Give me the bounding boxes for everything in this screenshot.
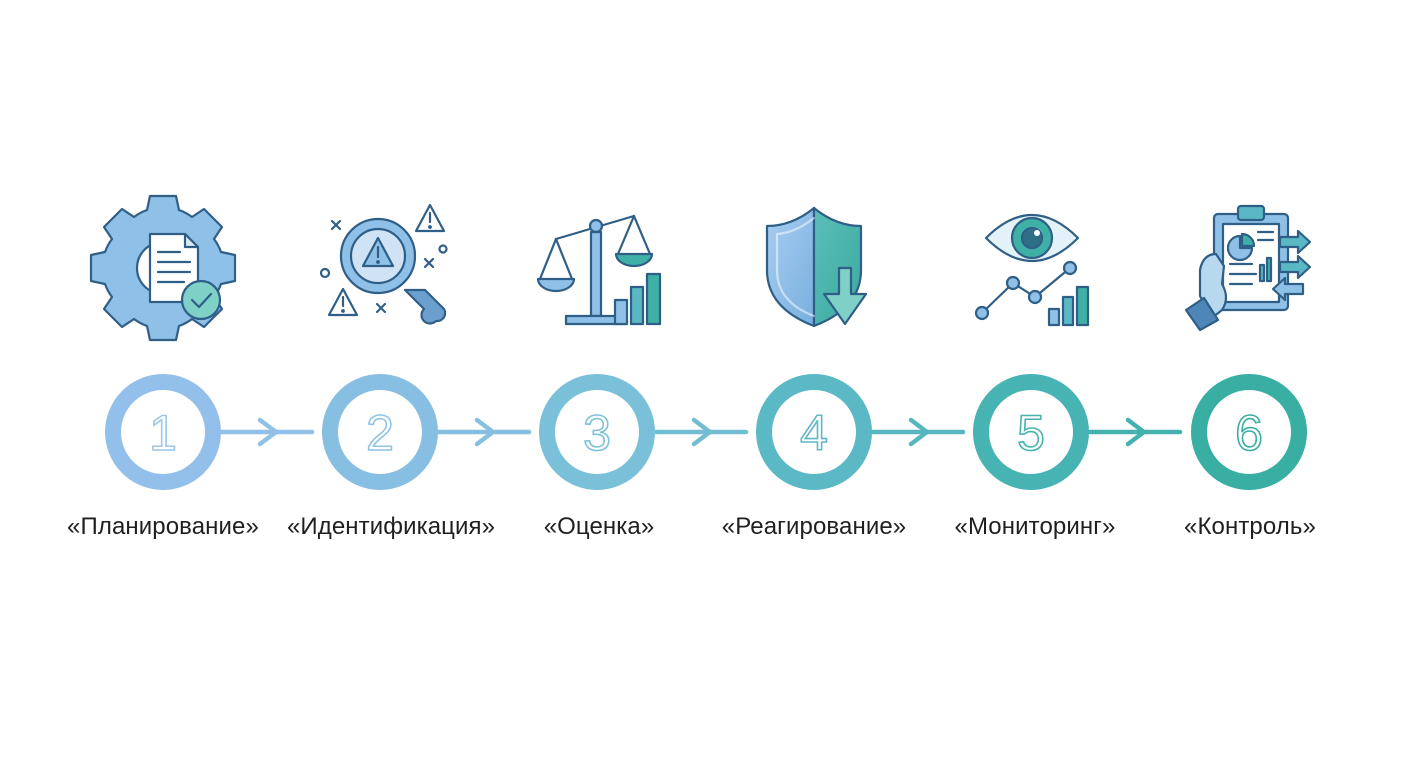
step-circle-3: 3 bbox=[539, 374, 655, 490]
step-number-2: 2 bbox=[366, 405, 394, 461]
connectors bbox=[219, 417, 1183, 447]
shield-arrow-down-icon bbox=[765, 206, 868, 328]
step-number-6: 6 bbox=[1235, 405, 1263, 461]
hand-clipboard-report-icon bbox=[1184, 204, 1312, 332]
step-label-5: «Мониторинг» bbox=[954, 513, 1116, 540]
step-label-2: «Идентификация» bbox=[286, 513, 496, 540]
step-circle-6: 6 bbox=[1191, 374, 1307, 490]
arrow-connector-1-2 bbox=[219, 417, 315, 447]
arrow-connector-5-6 bbox=[1087, 417, 1183, 447]
step-number-3: 3 bbox=[583, 405, 611, 461]
step-circle-4: 4 bbox=[756, 374, 872, 490]
step-circle-1: 1 bbox=[105, 374, 221, 490]
step-number-5: 5 bbox=[1017, 405, 1045, 461]
step-label-1: «Планирование» bbox=[67, 513, 259, 540]
arrow-connector-4-5 bbox=[870, 417, 966, 447]
step-label-4: «Реагирование» bbox=[721, 513, 907, 540]
step-number-4: 4 bbox=[800, 405, 828, 461]
step-label-6: «Контроль» bbox=[1184, 513, 1316, 540]
step-number-1: 1 bbox=[149, 405, 177, 461]
step-label-3: «Оценка» bbox=[543, 513, 655, 540]
step-circle-5: 5 bbox=[973, 374, 1089, 490]
eye-trend-chart-icon bbox=[974, 214, 1090, 327]
arrow-connector-3-4 bbox=[653, 417, 749, 447]
magnifier-warning-icon bbox=[319, 203, 448, 325]
gear-document-check-icon bbox=[89, 194, 237, 342]
step-circle-2: 2 bbox=[322, 374, 438, 490]
scales-chart-icon bbox=[536, 214, 662, 326]
arrow-connector-2-3 bbox=[436, 417, 532, 447]
